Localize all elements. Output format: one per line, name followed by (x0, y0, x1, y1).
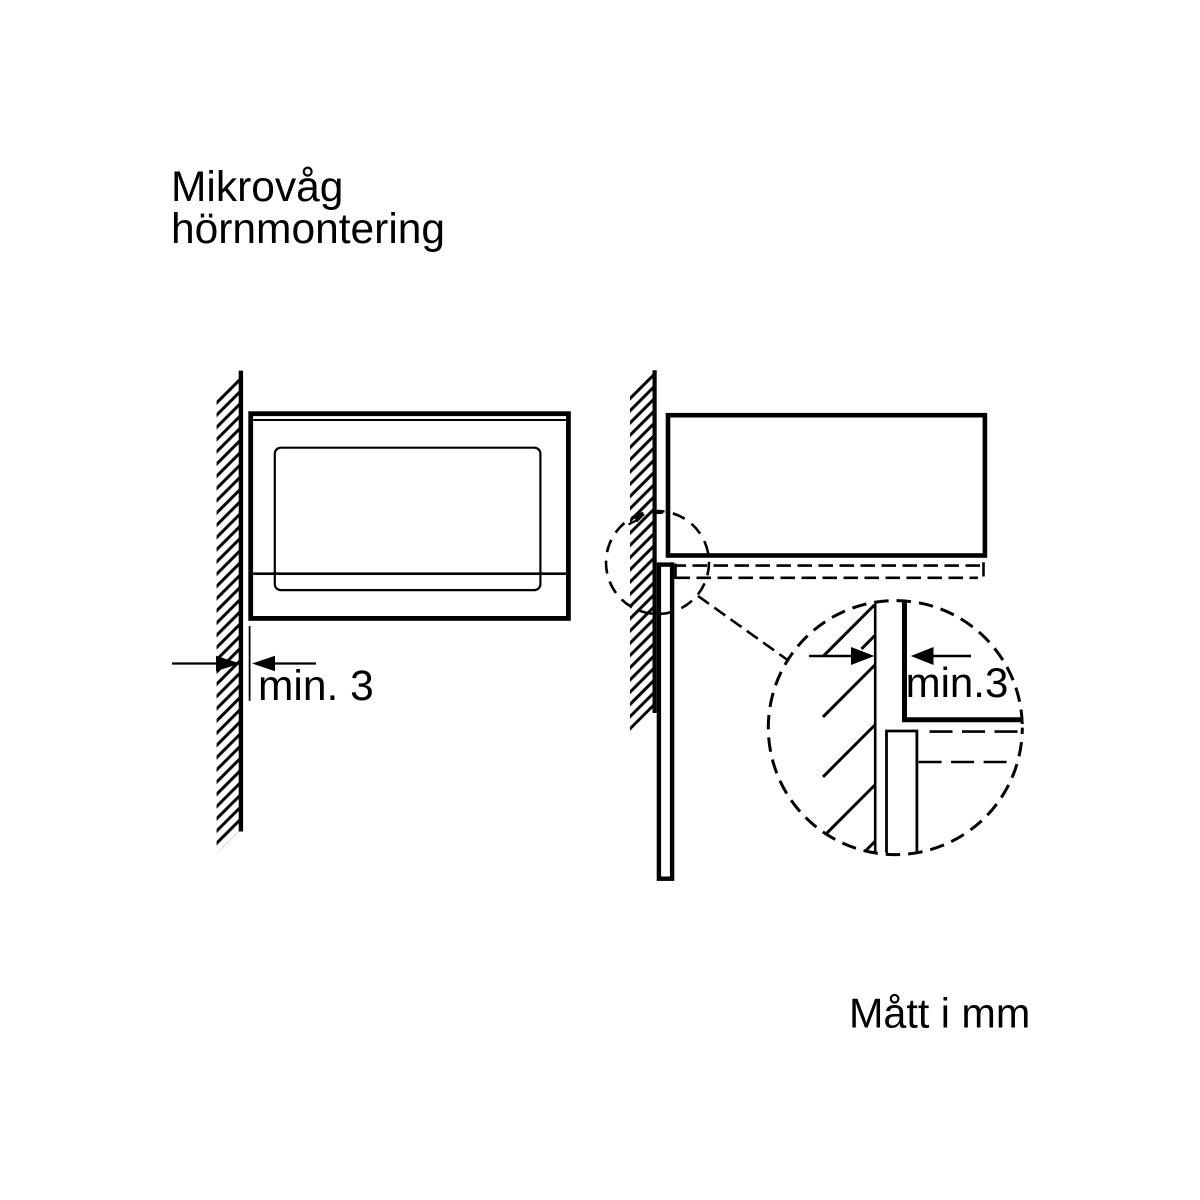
svg-text:min.3: min.3 (906, 659, 1009, 706)
svg-text:hörnmontering: hörnmontering (171, 206, 445, 253)
svg-text:min. 3: min. 3 (258, 663, 374, 710)
svg-text:Mikrovåg: Mikrovåg (171, 164, 343, 211)
svg-text:Mått i mm: Mått i mm (849, 991, 1030, 1037)
